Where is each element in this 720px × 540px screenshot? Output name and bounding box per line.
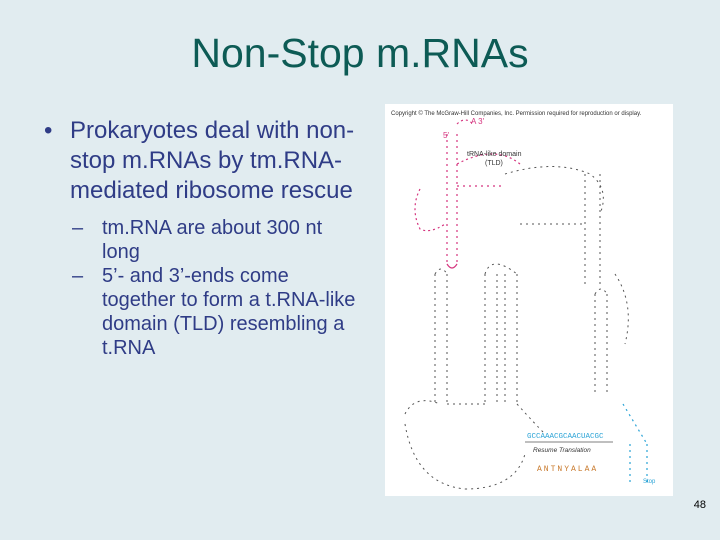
tmrna-diagram: Copyright © The McGraw-Hill Companies, I… [385, 104, 673, 496]
resume-sequence: GCCAAACGCAACUACGC [527, 433, 604, 441]
sub-bullet-text: 5’- and 3’-ends come together to form a … [102, 265, 355, 359]
peptide-tag: ANTNYALAA [537, 465, 598, 474]
bullet-list: • Prokaryotes deal with non-stop m.RNAs … [44, 116, 364, 360]
stop-label: Stop [643, 479, 656, 485]
tmrna-structure-figure: Copyright © The McGraw-Hill Companies, I… [385, 104, 673, 496]
tld-label-abbrev: (TLD) [485, 160, 503, 167]
tld-label: tRNA-like domain [467, 151, 522, 158]
dash-icon: – [72, 216, 83, 240]
copyright-text: Copyright © The McGraw-Hill Companies, I… [391, 110, 642, 117]
resume-region [623, 404, 647, 484]
three-prime-label: A 3' [471, 117, 485, 126]
sub-bullet: – 5’- and 3’-ends come together to form … [44, 264, 364, 360]
bullet-dot-icon: • [44, 116, 52, 146]
slide-title: Non-Stop m.RNAs [0, 30, 720, 77]
dash-icon: – [72, 264, 83, 288]
page-number: 48 [694, 499, 706, 511]
five-prime-label: 5' [443, 131, 449, 140]
main-bullet-text: Prokaryotes deal with non-stop m.RNAs by… [70, 117, 354, 204]
main-bullet: • Prokaryotes deal with non-stop m.RNAs … [44, 116, 364, 206]
sub-bullet: – tm.RNA are about 300 nt long [44, 216, 364, 264]
tld-region [415, 120, 520, 268]
sub-bullet-text: tm.RNA are about 300 nt long [102, 217, 322, 263]
resume-label: Resume Translation [533, 447, 591, 454]
